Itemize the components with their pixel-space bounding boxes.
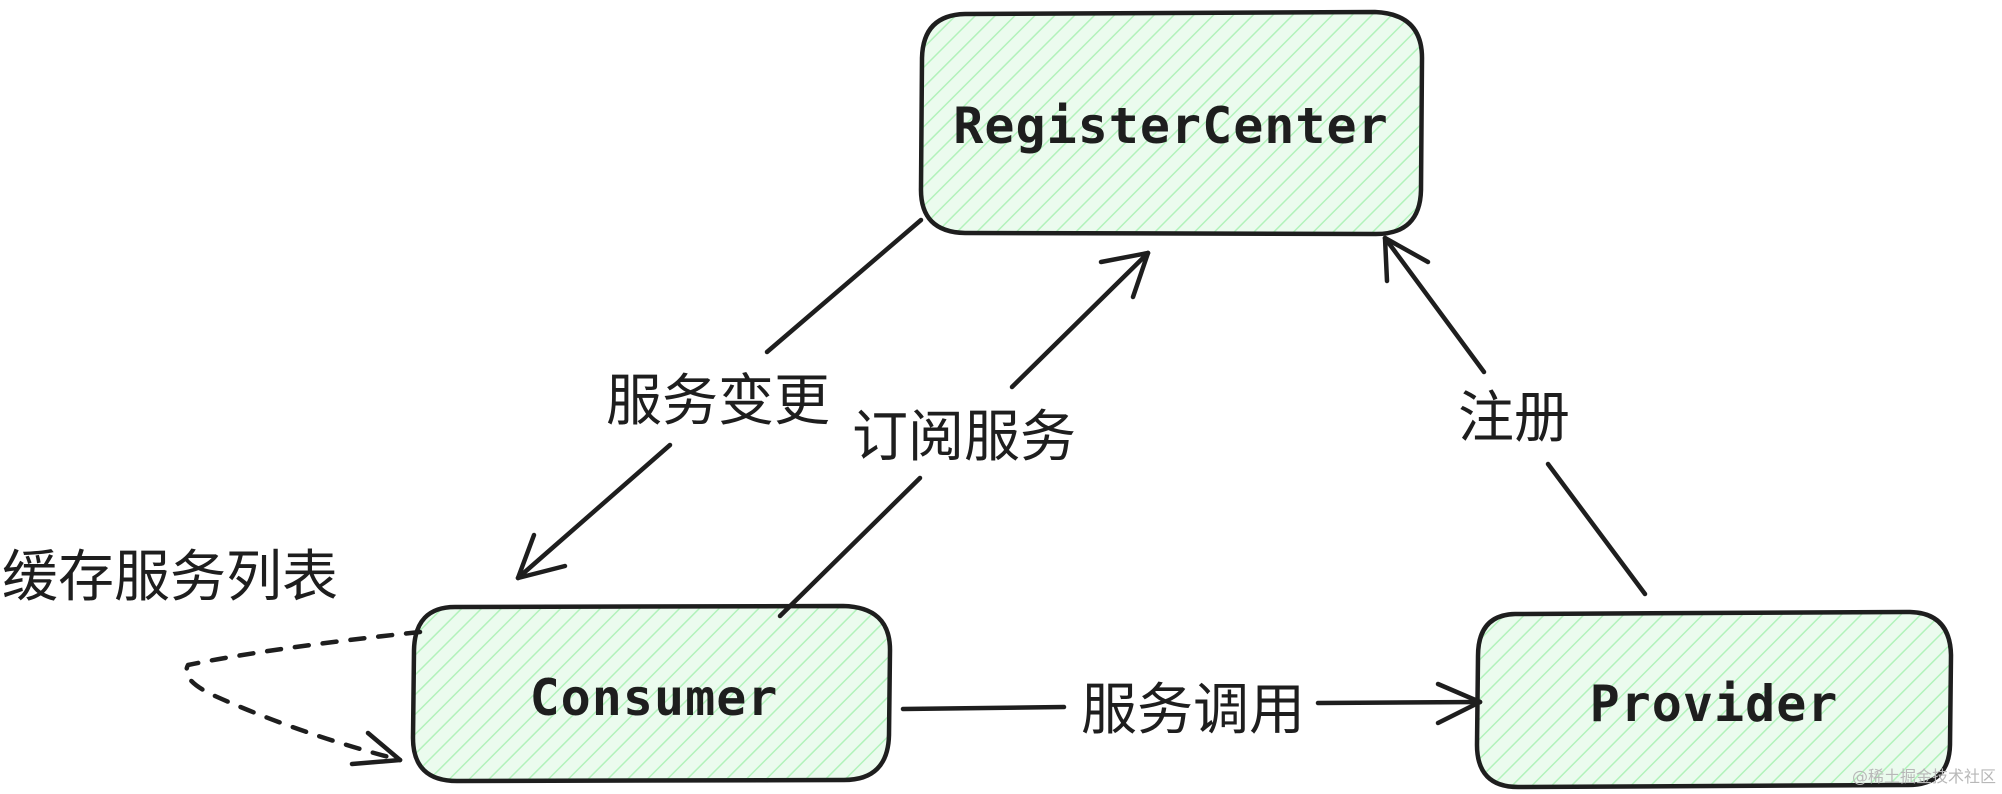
register-arrow [1382,235,1648,597]
register-center-label: RegisterCenter [953,97,1388,155]
service-call-label: 服务调用 [1081,678,1305,743]
provider-label: Provider [1590,675,1839,733]
provider-node[interactable]: Provider [1474,609,1954,790]
subscribe-service-arrow [777,250,1151,619]
consumer-label: Consumer [530,669,779,727]
cache-service-list-arrow [184,629,423,767]
consumer-node[interactable]: Consumer [410,603,893,784]
watermark: @稀土掘金技术社区 [1852,767,1996,786]
subscribe-service-label: 订阅服务 [852,405,1076,470]
service-call-arrow [900,681,1483,726]
cache-service-list-label: 缓存服务列表 [2,545,338,610]
register-center-node[interactable]: RegisterCenter [918,9,1425,237]
register-label: 注册 [1458,386,1570,451]
service-change-label: 服务变更 [606,369,830,434]
service-change-arrow [515,217,924,581]
